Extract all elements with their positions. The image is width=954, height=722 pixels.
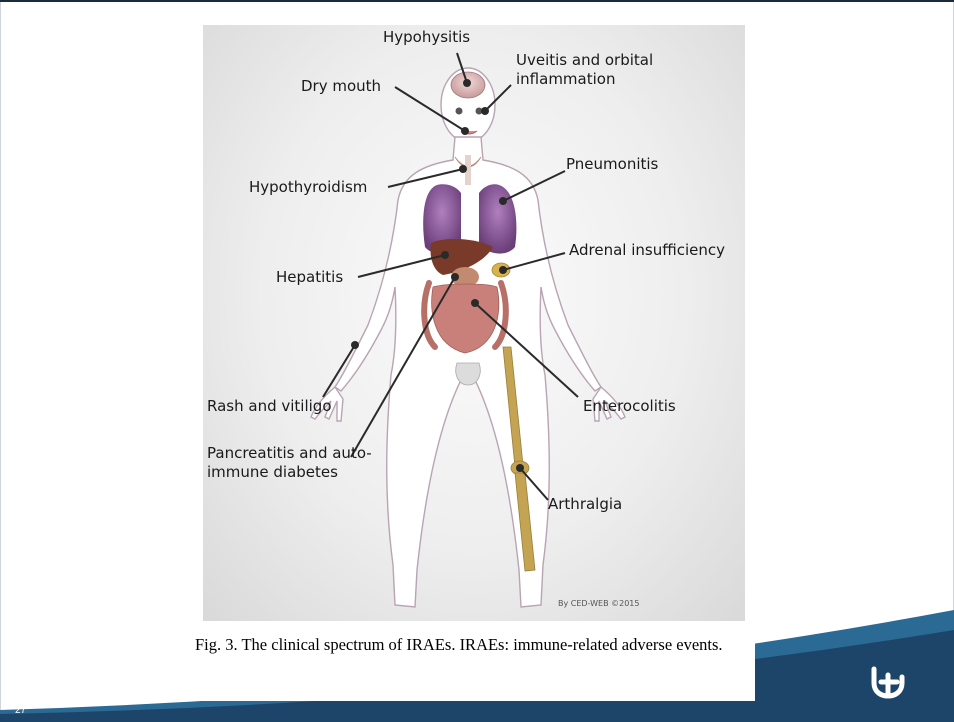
body-illustration: [203, 25, 745, 621]
label-uveitis: Uveitis and orbital inflammation: [516, 51, 716, 89]
label-hypothyroidism: Hypothyroidism: [249, 178, 367, 197]
label-adrenal-insufficiency: Adrenal insufficiency: [569, 241, 725, 260]
label-pancreatitis: Pancreatitis and auto-immune diabetes: [207, 444, 402, 482]
irae-figure: Hypohysitis Uveitis and orbital inflamma…: [203, 25, 745, 621]
label-arthralgia: Arthralgia: [548, 495, 622, 514]
label-hypophysitis: Hypohysitis: [383, 28, 470, 47]
left-eye: [456, 108, 463, 115]
label-rash-vitiligo: Rash and vitiligo: [207, 397, 332, 416]
label-pneumonitis: Pneumonitis: [566, 155, 658, 174]
bladder: [456, 363, 481, 385]
university-logo-icon: [868, 663, 908, 699]
figure-caption: Fig. 3. The clinical spectrum of IRAEs. …: [195, 634, 755, 655]
label-dry-mouth: Dry mouth: [301, 77, 381, 96]
slide-top-border: [0, 0, 954, 2]
label-enterocolitis: Enterocolitis: [583, 397, 676, 416]
label-hepatitis: Hepatitis: [276, 268, 343, 287]
slide-number: 27: [15, 705, 26, 716]
